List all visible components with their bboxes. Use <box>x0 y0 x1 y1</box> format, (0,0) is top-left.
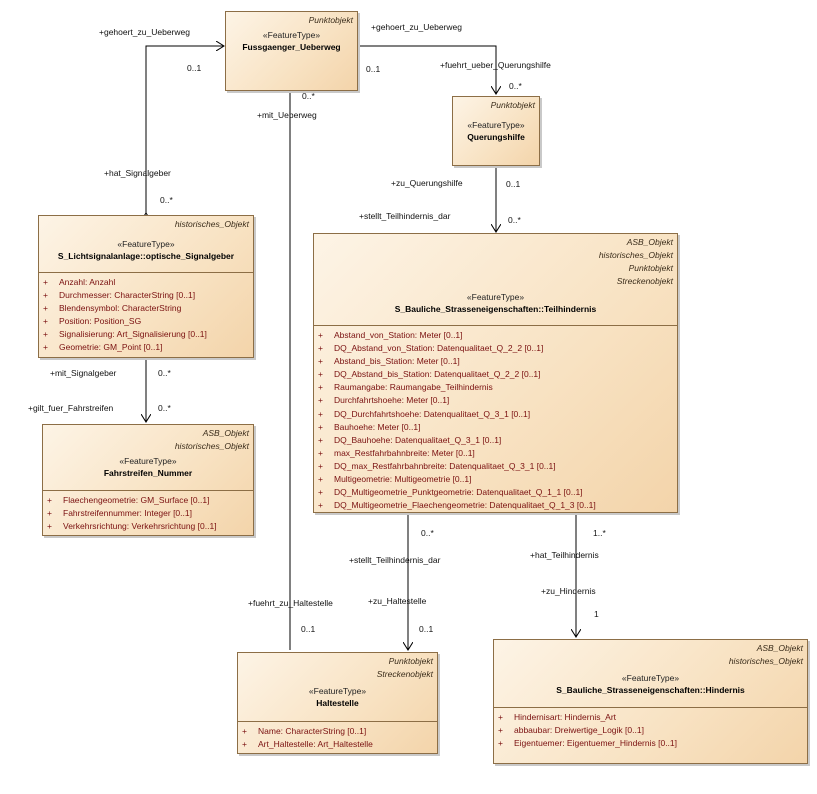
class-fussgaenger-ueberweg[interactable]: Punktobjekt «FeatureType» Fussgaenger_Ue… <box>225 11 358 91</box>
stereotype: Streckenobjekt <box>616 276 673 286</box>
class-teilhindernis[interactable]: ASB_Objekt historisches_Objekt Punktobje… <box>313 233 678 513</box>
multiplicity-label: 0..* <box>158 403 171 413</box>
stereotype: historisches_Objekt <box>728 656 803 666</box>
multiplicity-label: 0..1 <box>506 179 521 189</box>
role-label: +gilt_fuer_Fahrstreifen <box>28 403 114 413</box>
multiplicity-label: 1..* <box>593 528 606 538</box>
attribute: +Position: Position_SG <box>43 316 142 327</box>
stereotype: Streckenobjekt <box>376 669 433 679</box>
attribute: +DQ_Abstand_von_Station: Datenqualitaet_… <box>318 343 544 354</box>
role-label: +gehoert_zu_Ueberweg <box>99 27 190 37</box>
multiplicity-label: 0..* <box>421 528 434 538</box>
stereotype: historisches_Objekt <box>174 441 249 451</box>
stereotype: ASB_Objekt <box>756 643 803 653</box>
role-label: +fuehrt_zu_Haltestelle <box>248 598 333 608</box>
stereotype: historisches_Objekt <box>174 219 249 229</box>
attribute: +abbaubar: Dreiwertige_Logik [0..1] <box>498 725 644 736</box>
attribute: +Multigeometrie: Multigeometrie [0..1] <box>318 474 472 485</box>
multiplicity-label: 0..1 <box>187 63 202 73</box>
attribute: +Geometrie: GM_Point [0..1] <box>43 342 163 353</box>
assoc-fussgaenger-querungshilfe <box>358 46 496 94</box>
featuretype-label: «FeatureType» <box>117 239 175 249</box>
role-label: +zu_Querungshilfe <box>391 178 463 188</box>
attribute: +DQ_Durchfahrtshoehe: Datenqualitaet_Q_3… <box>318 408 531 419</box>
attribute: +DQ_max_Restfahrbahnbreite: Datenqualita… <box>318 460 556 471</box>
attribute-list: +Name: CharacterString [0..1] +Art_Halte… <box>238 721 437 753</box>
attribute: +DQ_Multigeometrie_Punktgeometrie: Daten… <box>318 487 583 498</box>
attribute: +Durchfahrtshoehe: Meter [0..1] <box>318 395 450 406</box>
class-haltestelle[interactable]: Punktobjekt Streckenobjekt «FeatureType»… <box>237 652 438 754</box>
multiplicity-label: 0..1 <box>419 624 434 634</box>
role-label: +hat_Signalgeber <box>104 168 171 178</box>
role-label: +zu_Hindernis <box>541 586 596 596</box>
stereotype: Punktobjekt <box>628 263 673 273</box>
attribute: +Name: CharacterString [0..1] <box>242 726 367 736</box>
attribute: +DQ_Abstand_bis_Station: Datenqualitaet_… <box>318 369 541 380</box>
multiplicity-label: 0..* <box>160 195 173 205</box>
featuretype-label: «FeatureType» <box>466 292 525 302</box>
class-name: S_Bauliche_Strasseneigenschaften::Hinder… <box>556 685 745 695</box>
multiplicity-label: 0..1 <box>366 64 381 74</box>
stereotype: historisches_Objekt <box>598 250 673 260</box>
role-label: +zu_Haltestelle <box>368 596 427 606</box>
class-name: S_Bauliche_Strasseneigenschaften::Teilhi… <box>394 304 597 314</box>
multiplicity-label: 0..1 <box>301 624 316 634</box>
class-name: Fussgaenger_Ueberweg <box>242 42 341 52</box>
class-name: S_Lichtsignalanlage::optische_Signalgebe… <box>57 251 235 261</box>
stereotype: ASB_Objekt <box>626 237 673 247</box>
multiplicity-label: 1 <box>594 609 599 619</box>
attribute: +Anzahl: Anzahl <box>43 277 116 287</box>
multiplicity-label: 0..* <box>508 215 521 225</box>
role-label: +gehoert_zu_Ueberweg <box>371 22 462 32</box>
attribute: +Flaechengeometrie: GM_Surface [0..1] <box>47 495 210 505</box>
multiplicity-label: 0..* <box>158 368 171 378</box>
attribute: +Art_Haltestelle: Art_Haltestelle <box>242 739 373 750</box>
attribute: +Hindernisart: Hindernis_Art <box>498 712 617 722</box>
attribute: +max_Restfahrbahnbreite: Meter [0..1] <box>318 447 475 458</box>
assoc-fussgaenger-signalgeber <box>146 46 224 213</box>
role-label: +mit_Signalgeber <box>50 368 117 378</box>
featuretype-label: «FeatureType» <box>621 673 680 683</box>
attribute: +Abstand_bis_Station: Meter [0..1] <box>318 356 460 367</box>
attribute: +Abstand_von_Station: Meter [0..1] <box>318 330 463 340</box>
attribute: +Verkehrsrichtung: Verkehrsrichtung [0..… <box>47 521 217 532</box>
role-label: +fuehrt_ueber_Querungshilfe <box>440 60 551 70</box>
class-optische-signalgeber[interactable]: historisches_Objekt «FeatureType» S_Lich… <box>38 215 254 358</box>
attribute: +Raumangabe: Raumangabe_Teilhindernis <box>318 382 493 393</box>
class-name: Querungshilfe <box>467 132 525 142</box>
class-hindernis[interactable]: ASB_Objekt historisches_Objekt «FeatureT… <box>493 639 808 764</box>
stereotype: Punktobjekt <box>388 656 433 666</box>
stereotype: ASB_Objekt <box>202 428 249 438</box>
featuretype-label: «FeatureType» <box>262 30 321 40</box>
attribute: +DQ_Multigeometrie_Flaechengeometrie: Da… <box>318 500 596 511</box>
role-label: +hat_Teilhindernis <box>530 550 599 560</box>
multiplicity-label: 0..* <box>302 91 315 101</box>
multiplicity-label: 0..* <box>509 81 522 91</box>
attribute: +Eigentuemer: Eigentuemer_Hindernis [0..… <box>498 738 678 749</box>
stereotype: Punktobjekt <box>490 100 535 110</box>
class-name: Haltestelle <box>316 698 359 708</box>
attribute: +Signalisierung: Art_Signalisierung [0..… <box>43 329 207 340</box>
attribute: +DQ_Bauhoehe: Datenqualitaet_Q_3_1 [0..1… <box>318 434 502 445</box>
class-name: Fahrstreifen_Nummer <box>103 468 193 478</box>
attribute: +Blendensymbol: CharacterString <box>43 303 182 314</box>
role-label: +mit_Ueberweg <box>257 110 317 120</box>
featuretype-label: «FeatureType» <box>467 120 525 130</box>
featuretype-label: «FeatureType» <box>119 456 177 466</box>
role-label: +stellt_Teilhindernis_dar <box>359 211 451 221</box>
featuretype-label: «FeatureType» <box>308 686 367 696</box>
attribute: +Durchmesser: CharacterString [0..1] <box>43 290 196 301</box>
stereotype: Punktobjekt <box>308 15 353 25</box>
attribute: +Fahrstreifennummer: Integer [0..1] <box>47 508 192 519</box>
class-querungshilfe[interactable]: Punktobjekt «FeatureType» Querungshilfe <box>452 96 540 166</box>
attribute-list: +Flaechengeometrie: GM_Surface [0..1] +F… <box>43 490 253 535</box>
class-fahrstreifen-nummer[interactable]: ASB_Objekt historisches_Objekt «FeatureT… <box>42 424 254 536</box>
role-label: +stellt_Teilhindernis_dar <box>349 555 441 565</box>
attribute-list: +Anzahl: Anzahl +Durchmesser: CharacterS… <box>39 272 253 357</box>
attribute: +Bauhoehe: Meter [0..1] <box>318 421 421 432</box>
attribute-list: +Hindernisart: Hindernis_Art +abbaubar: … <box>494 707 807 752</box>
attribute-list: +Abstand_von_Station: Meter [0..1] +DQ_A… <box>314 325 677 514</box>
